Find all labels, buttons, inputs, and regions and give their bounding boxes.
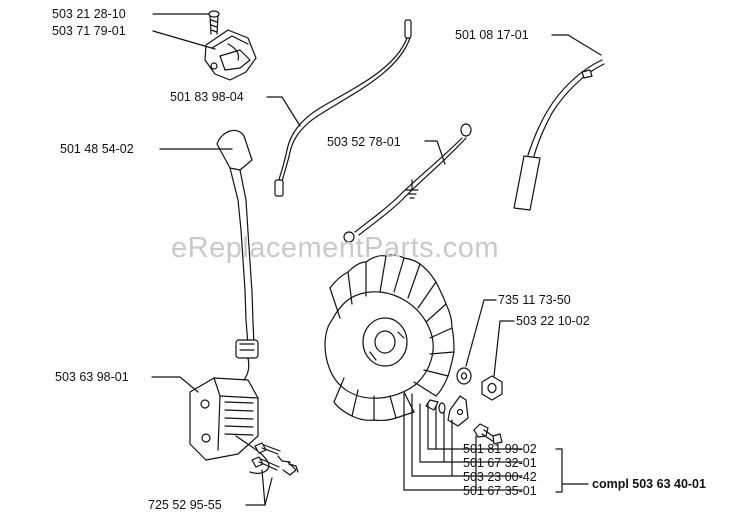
key-part [425, 399, 439, 411]
label-fuel-line: 501 08 17-01 [455, 28, 529, 42]
module-screws-part [251, 442, 299, 476]
label-spark-plug-cap: 501 48 54-02 [60, 142, 134, 156]
label-pawl-screw: 501 67 35-01 [463, 484, 537, 498]
label-key: 501 81 99-02 [463, 442, 537, 456]
label-screw-top: 503 21 28-10 [52, 7, 126, 21]
pawl-part [447, 395, 469, 427]
label-washer: 735 11 73-50 [498, 293, 571, 307]
label-ground-wire: 503 52 78-01 [327, 135, 401, 149]
watermark: eReplacementParts.com [171, 232, 500, 264]
label-nut: 503 22 10-02 [516, 314, 590, 328]
label-spring: 503 23 00-42 [463, 470, 537, 484]
pawl-screw-part [473, 423, 503, 445]
label-ignition-module: 503 63 98-01 [55, 370, 129, 384]
washer-part [456, 367, 472, 385]
label-pawl: 501 67 32-01 [463, 456, 537, 470]
label-module-screws: 725 52 95-55 [148, 498, 222, 512]
nut-part [481, 375, 503, 401]
top-screw-part [208, 10, 220, 35]
module-top-part [204, 29, 257, 81]
label-wire-long: 501 83 98-04 [170, 90, 244, 104]
ground-wire-part [343, 123, 472, 243]
spark-plug-cap-part [216, 129, 259, 359]
fuel-line-part [513, 59, 605, 211]
ignition-module-part [189, 357, 270, 474]
label-flywheel-kit: compl 503 63 40-01 [592, 477, 706, 491]
spring-part [438, 402, 446, 414]
label-module-top: 503 71 79-01 [52, 24, 126, 38]
long-wire-part [274, 19, 412, 197]
flywheel-part [324, 254, 455, 421]
